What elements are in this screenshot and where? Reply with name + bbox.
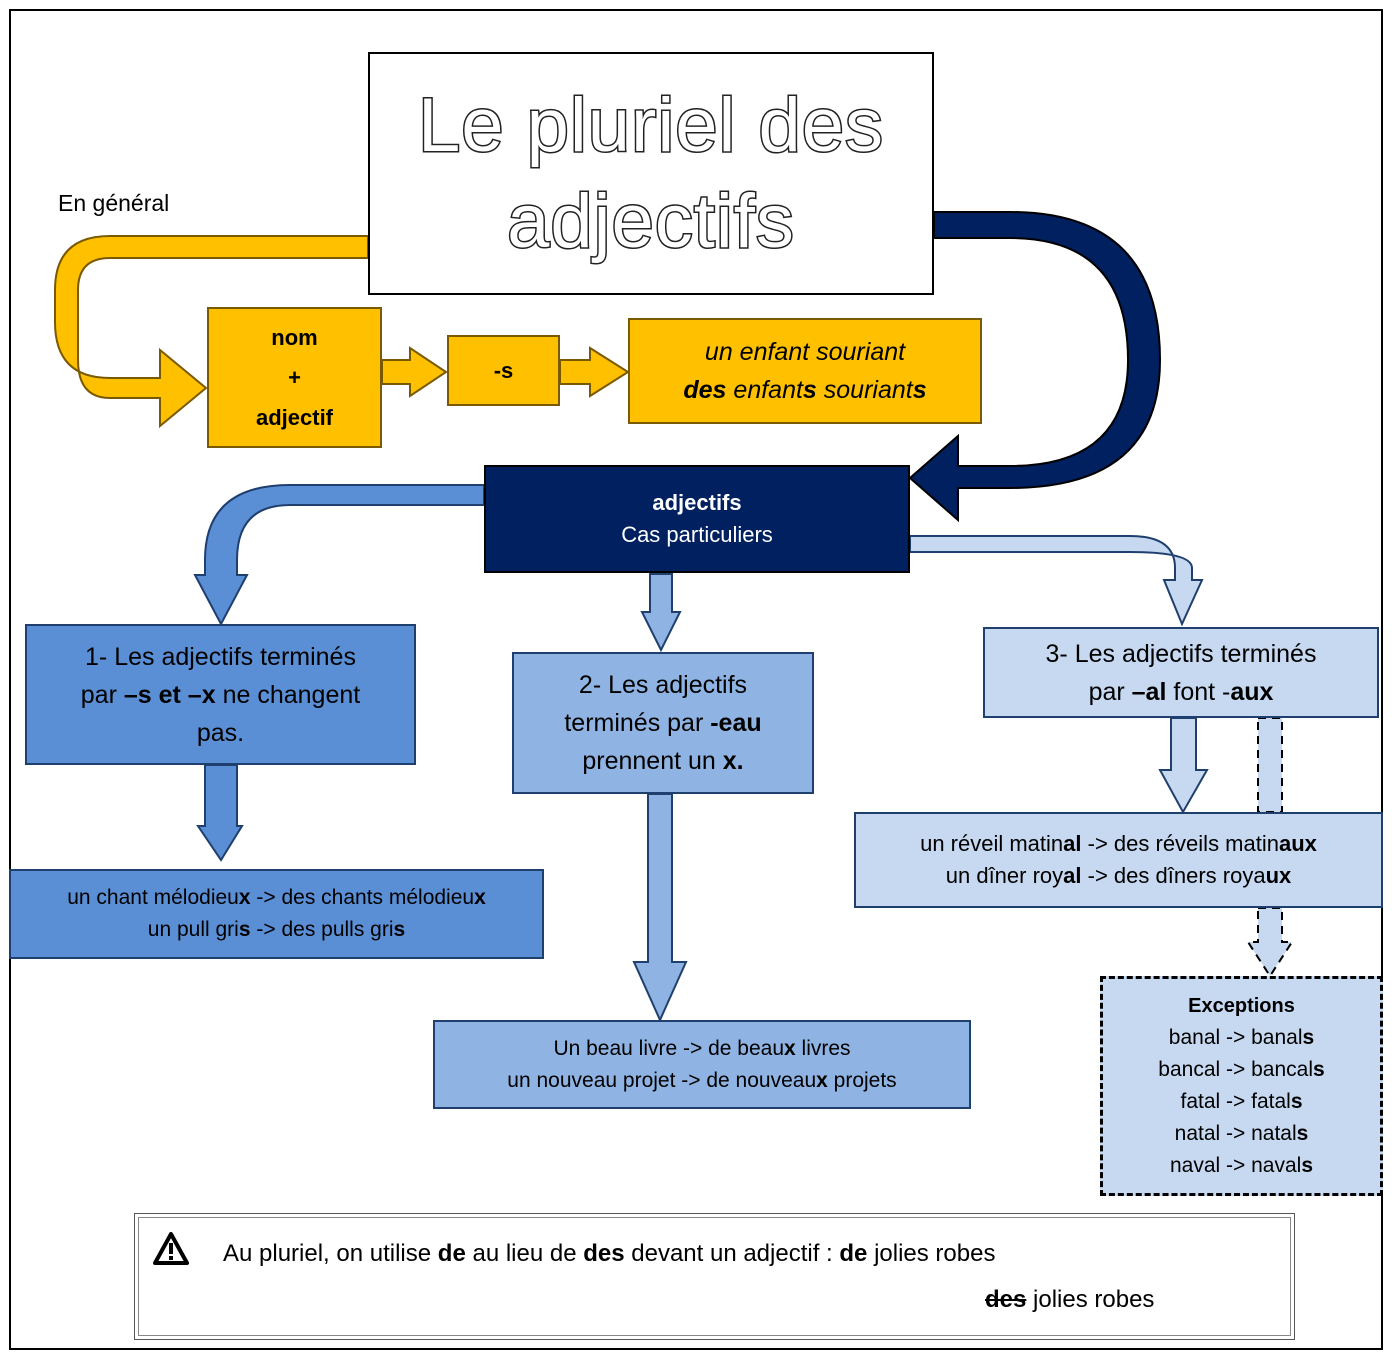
exception-item: naval -> navals (1169, 1154, 1314, 1177)
warning-icon (153, 1232, 189, 1265)
example-singular: un enfant souriant (704, 338, 906, 366)
case2-rule-line3: prennent un x. (582, 747, 744, 775)
rule-line2: + (288, 364, 301, 390)
suffix-box: -s (447, 335, 560, 406)
case3-example1: un réveil matinal -> des réveils matinau… (920, 831, 1317, 856)
case2-examples-box: Un beau livre -> de beaux livres un nouv… (433, 1020, 971, 1109)
general-example-box: un enfant souriant des enfants souriants (628, 318, 982, 424)
title-line2: adjectifs (506, 177, 796, 265)
exception-item: fatal -> fatals (1180, 1090, 1303, 1113)
case1-example1: un chant mélodieux -> des chants mélodie… (67, 886, 486, 909)
arrow-to-case3 (909, 535, 1204, 627)
note-counter-example: des jolies robes (985, 1286, 1155, 1313)
general-label: En général (58, 190, 170, 216)
case3-example2: un dîner royal -> des dîners royaux (945, 863, 1292, 888)
exception-item: banal -> banals (1168, 1026, 1315, 1049)
page-frame (9, 9, 1383, 1350)
general-arrow (54, 235, 369, 429)
note-text: Au pluriel, on utilise de au lieu de des… (223, 1240, 996, 1267)
dashed-arrow-lower (1246, 907, 1294, 978)
exceptions-box: Exceptions banal -> banals bancal -> ban… (1100, 976, 1383, 1196)
case3-rule-box: 3- Les adjectifs terminés par –al font -… (983, 627, 1379, 718)
dashed-arrow-upper (1257, 717, 1283, 813)
note-box: Au pluriel, on utilise de au lieu de des… (134, 1213, 1295, 1340)
case2-rule-box: 2- Les adjectifs terminés par -eau prenn… (512, 652, 814, 794)
case1-rule-line2: par –s et –x ne changent (80, 680, 361, 709)
special-subtitle: Cas particuliers (621, 522, 773, 547)
case1-rule-line3: pas. (196, 718, 245, 747)
case2-example1: Un beau livre -> de beaux livres (553, 1036, 851, 1060)
title-line1: Le pluriel des (416, 81, 885, 169)
case1-example2: un pull gris -> des pulls gris (147, 918, 406, 941)
arrow-case3-down (1158, 717, 1209, 815)
arrow-s-to-example (559, 346, 630, 398)
case3-rule-line1: 3- Les adjectifs terminés (1045, 639, 1317, 668)
arrow-case1-down (196, 764, 244, 862)
exception-item: bancal -> bancals (1158, 1058, 1325, 1081)
special-title: adjectifs (652, 490, 742, 515)
case1-rule-line1: 1- Les adjectifs terminés (85, 642, 356, 671)
arrow-case2-down (632, 793, 688, 1023)
exceptions-title: Exceptions (1188, 995, 1295, 1017)
title-box: Le pluriel des adjectifs (368, 52, 934, 295)
exception-item: natal -> natals (1174, 1122, 1309, 1145)
special-cases-box: adjectifs Cas particuliers (484, 465, 910, 573)
rule-line1: nom (271, 324, 318, 350)
case3-rule-line2: par –al font -aux (1088, 677, 1274, 706)
arrow-nom-to-s (381, 346, 448, 398)
special-arrow (908, 211, 1162, 523)
case2-example2: un nouveau projet -> de nouveaux projets (507, 1068, 897, 1092)
case2-rule-line1: 2- Les adjectifs (578, 671, 748, 699)
case2-rule-line2: terminés par -eau (564, 709, 762, 737)
case3-examples-box: un réveil matinal -> des réveils matinau… (854, 812, 1383, 908)
rule-line3: adjectif (255, 404, 334, 430)
arrow-to-case1 (193, 484, 485, 627)
case1-examples-box: un chant mélodieux -> des chants mélodie… (9, 869, 544, 959)
rule-box-general: nom + adjectif (207, 307, 382, 448)
example-plural: des enfants souriants (683, 376, 927, 404)
case1-rule-box: 1- Les adjectifs terminés par –s et –x n… (25, 624, 416, 765)
arrow-to-case2 (640, 573, 682, 653)
